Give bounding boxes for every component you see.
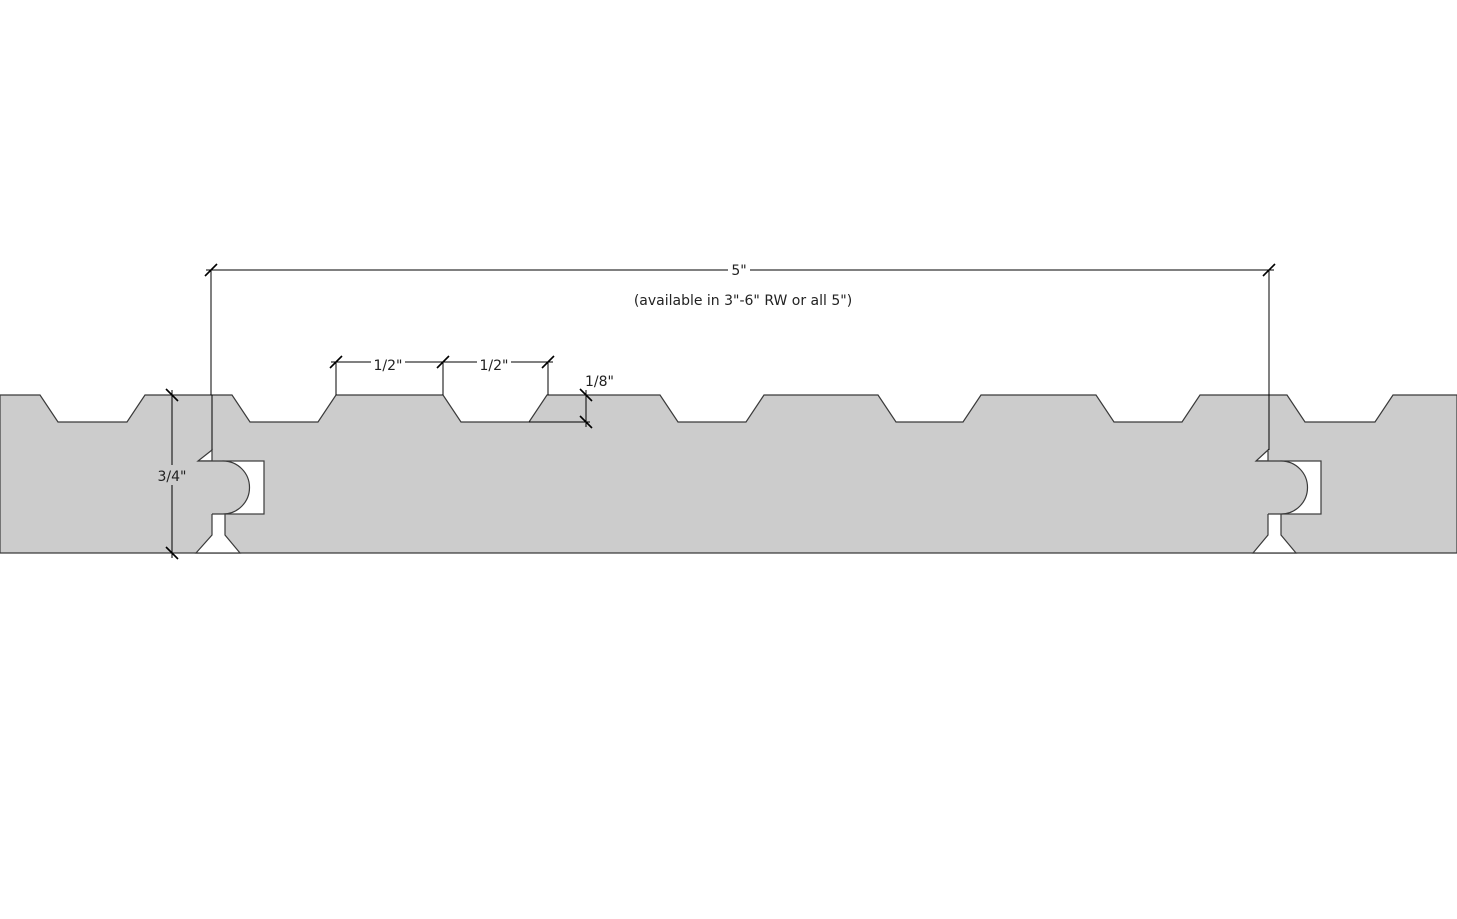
- groove-depth-dimension: 1/8": [529, 374, 614, 429]
- groove-spacing-label-2: 1/2": [480, 358, 509, 374]
- board-strip: [0, 394, 1457, 554]
- left-tongue-groove-joint: [194, 395, 265, 554]
- right-tongue-groove-joint: [1251, 395, 1322, 554]
- groove-spacing-dimension: 1/2" 1/2": [329, 354, 555, 395]
- thickness-dimension: 3/4": [156, 388, 188, 560]
- overall-width-dimension: 5" (available in 3"-6" RW or all 5"): [204, 261, 1276, 395]
- thickness-label: 3/4": [158, 469, 187, 485]
- groove-spacing-label-1: 1/2": [374, 358, 403, 374]
- overall-width-label: 5": [731, 263, 746, 279]
- availability-note: (available in 3"-6" RW or all 5"): [634, 293, 852, 309]
- groove-depth-label: 1/8": [585, 374, 614, 390]
